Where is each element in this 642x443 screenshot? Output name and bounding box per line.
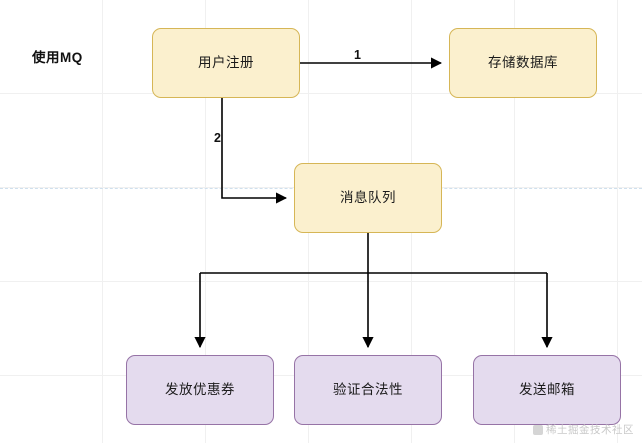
node-user-register[interactable]: 用户注册: [152, 28, 300, 98]
node-label: 存储数据库: [488, 55, 558, 71]
node-label: 发送邮箱: [519, 382, 575, 398]
node-label: 验证合法性: [333, 382, 403, 398]
node-message-queue[interactable]: 消息队列: [294, 163, 442, 233]
watermark-logo-icon: [533, 424, 543, 435]
node-label: 发放优惠券: [165, 382, 235, 398]
node-send-email[interactable]: 发送邮箱: [473, 355, 621, 425]
node-label: 消息队列: [340, 190, 396, 206]
node-store-database[interactable]: 存储数据库: [449, 28, 597, 98]
edge-label-2: 2: [214, 131, 221, 145]
node-validate-legality[interactable]: 验证合法性: [294, 355, 442, 425]
edge-label-1: 1: [354, 48, 361, 62]
node-issue-coupon[interactable]: 发放优惠券: [126, 355, 274, 425]
edge-register-to-queue: [221, 98, 288, 204]
diagram-title: 使用MQ: [32, 50, 83, 65]
watermark-text: 稀土掘金技术社区: [546, 424, 634, 436]
watermark: 稀土掘金技术社区: [533, 422, 634, 437]
node-label: 用户注册: [198, 55, 254, 71]
